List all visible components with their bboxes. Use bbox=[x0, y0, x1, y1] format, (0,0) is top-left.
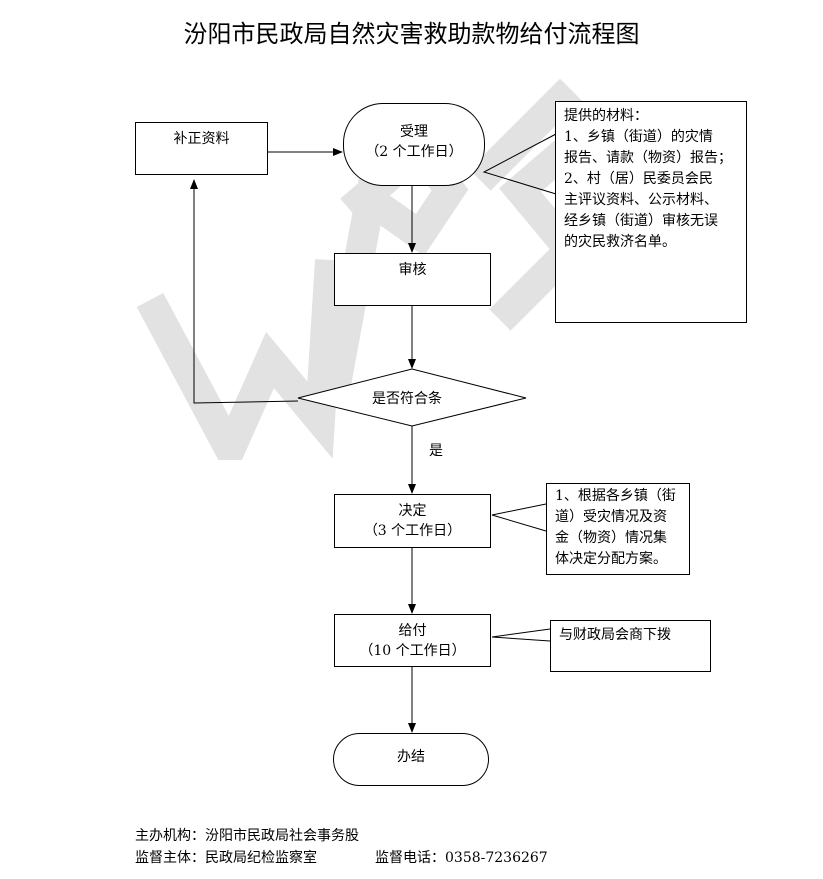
correction-label: 补正资料 bbox=[173, 131, 230, 147]
materials-line: 2、村（居）民委员会民 bbox=[564, 171, 713, 187]
determine-box: 决定 （3 个工作日） bbox=[334, 494, 491, 548]
finish-node: 办结 bbox=[333, 733, 489, 786]
determine-label: 决定 bbox=[398, 503, 427, 519]
yes-label: 是 bbox=[429, 443, 443, 459]
page-title: 汾阳市民政局自然灾害救助款物给付流程图 bbox=[183, 20, 640, 48]
determine-duration: （3 个工作日） bbox=[363, 523, 462, 539]
decision-label: 是否符合条 bbox=[372, 391, 442, 407]
footer-phone: 监督电话：0358-7236267 bbox=[375, 850, 548, 866]
footer-supervisor: 监督主体：民政局纪检监察室 bbox=[135, 850, 317, 866]
arrow-decision-to-correction bbox=[190, 179, 299, 404]
callout-materials bbox=[482, 133, 557, 195]
materials-line: 报告、请款（物资）报告； bbox=[564, 150, 732, 166]
payment-label: 给付 bbox=[398, 623, 427, 639]
materials-note: 提供的材料： 1、乡镇（街道）的灾情 报告、请款（物资）报告； 2、村（居）民委… bbox=[555, 101, 747, 323]
materials-line: 提供的材料： bbox=[564, 108, 648, 124]
materials-line: 1、乡镇（街道）的灾情 bbox=[564, 129, 713, 145]
accept-label: 受理 bbox=[400, 124, 428, 140]
callout-decision-note bbox=[491, 503, 547, 532]
decision-note-line: 道）受灾情况及资 bbox=[555, 509, 667, 525]
payment-box: 给付 （10 个工作日） bbox=[334, 614, 491, 667]
accept-duration: （2 个工作日） bbox=[365, 144, 463, 160]
decision-note-line: 金（物资）情况集 bbox=[555, 530, 667, 546]
materials-line: 的灾民救济名单。 bbox=[564, 234, 676, 250]
footer-organizer: 主办机构：汾阳市民政局社会事务股 bbox=[135, 828, 359, 844]
decision-note-line: 体决定分配方案。 bbox=[555, 551, 667, 567]
callout-finance-note bbox=[491, 628, 551, 642]
payment-duration: （10 个工作日） bbox=[359, 643, 466, 659]
review-label: 审核 bbox=[398, 262, 427, 278]
accept-node: 受理 （2 个工作日） bbox=[343, 103, 485, 186]
finish-label: 办结 bbox=[397, 749, 425, 765]
correction-box: 补正资料 bbox=[135, 122, 268, 175]
materials-line: 主评议资料、公示材料、 bbox=[564, 192, 718, 208]
review-box: 审核 bbox=[334, 253, 491, 306]
materials-line: 经乡镇（街道）审核无误 bbox=[564, 213, 718, 229]
finance-note-text: 与财政局会商下拨 bbox=[559, 627, 671, 643]
decision-note-line: 1、根据各乡镇（街 bbox=[555, 488, 676, 504]
decision-note: 1、根据各乡镇（街 道）受灾情况及资 金（物资）情况集 体决定分配方案。 bbox=[546, 483, 690, 575]
decision-diamond bbox=[297, 368, 527, 427]
finance-note: 与财政局会商下拨 bbox=[550, 620, 711, 672]
